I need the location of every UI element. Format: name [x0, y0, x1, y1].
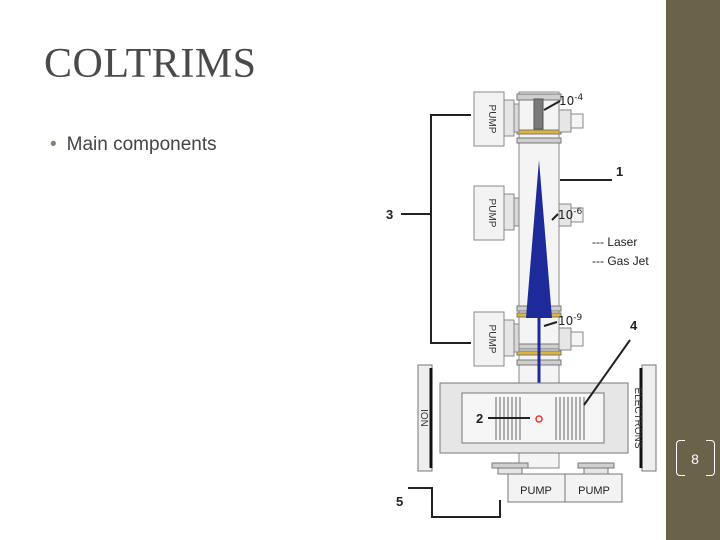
pump-top: PUMP	[473, 91, 584, 147]
pump-top-label: PUMP	[486, 105, 497, 134]
pump-middle-label: PUMP	[486, 199, 497, 228]
page-number-bracket-left	[676, 440, 685, 476]
bullet-text: Main components	[66, 134, 217, 155]
bullet-item: • Main components	[50, 134, 217, 156]
component-label-4: 4	[630, 318, 638, 333]
page-number-bracket-right	[706, 440, 715, 476]
legend-laser: --- Laser	[592, 235, 637, 249]
component-label-5: 5	[396, 494, 403, 509]
bottom-pumps	[491, 462, 623, 503]
pressure-label-lower: 10-9	[558, 313, 583, 328]
legend-gas-jet: --- Gas Jet	[592, 254, 649, 268]
pressure-low-base: 10	[558, 314, 573, 328]
leader-lines	[488, 100, 631, 419]
pump-lower-label: PUMP	[486, 325, 497, 354]
pump-bottom-right-label: PUMP	[578, 485, 610, 497]
pump-middle: PUMP	[473, 185, 584, 241]
pressure-low-exponent: -9	[573, 313, 582, 323]
pressure-mid-exponent: -6	[573, 207, 582, 217]
ion-label: ION	[418, 409, 429, 427]
interaction-point	[535, 415, 543, 423]
pressure-mid-base: 10	[558, 208, 573, 222]
component-label-2: 2	[476, 411, 483, 426]
label-5-bracket	[408, 487, 501, 518]
electrons-label: ELECTRONS	[632, 387, 643, 448]
pump-lower: PUMP	[473, 311, 584, 367]
gas-jet-cone	[526, 160, 552, 318]
component-label-1: 1	[616, 164, 623, 179]
page-number: 8	[691, 451, 699, 467]
slide-title: COLTRIMS	[44, 41, 257, 87]
label-3-bracket	[430, 114, 471, 344]
pressure-top-base: 10	[559, 94, 574, 108]
component-label-3: 3	[386, 207, 393, 222]
pressure-label-middle: 10-6	[558, 207, 583, 222]
side-accent-bar	[666, 0, 720, 540]
pressure-top-exponent: -4	[574, 93, 583, 103]
pump-bottom-left-label: PUMP	[520, 485, 552, 497]
pressure-label-top: 10-4	[559, 93, 584, 108]
bullet-dot: •	[50, 134, 57, 155]
